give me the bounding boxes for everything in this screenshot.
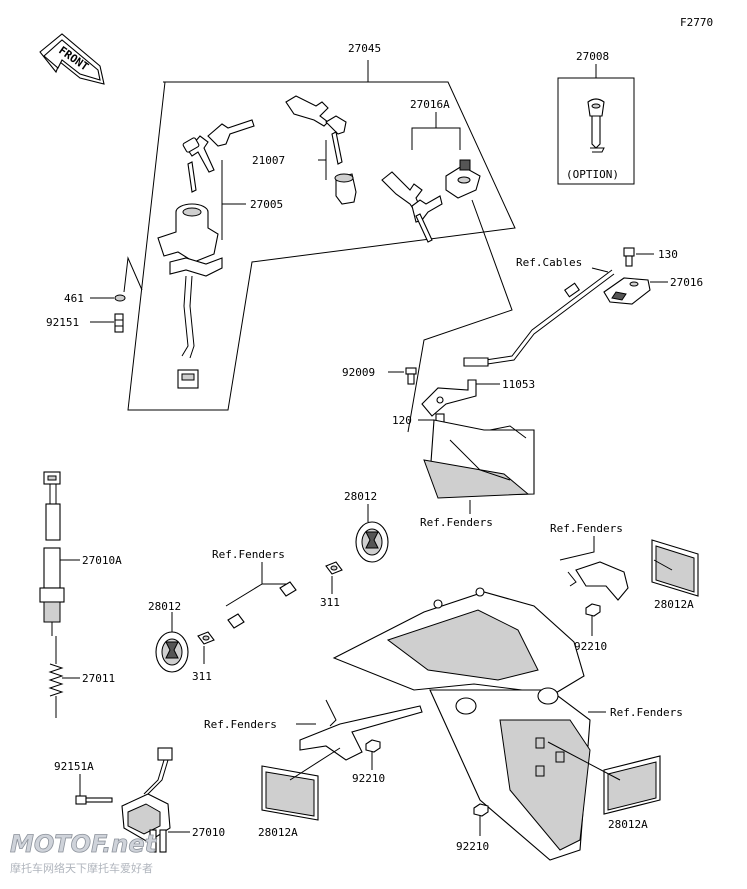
key-pair-21007 (285, 95, 347, 165)
bolt-92151A (75, 795, 113, 805)
spring-27011 (48, 636, 64, 718)
figure-code: F2770 (680, 16, 713, 29)
nut-311-lower (197, 631, 215, 645)
svg-text:摩托车网络天下摩托车爱好者: 摩托车网络天下摩托车爱好者 (10, 861, 153, 875)
label-27045: 27045 (348, 42, 381, 55)
washer-461 (114, 294, 126, 302)
label-92210-bottom: 92210 (456, 840, 489, 853)
label-11053: 11053 (502, 378, 535, 391)
leader-461-group (123, 256, 143, 293)
bolt-92151 (114, 313, 124, 333)
nut-311-upper (325, 561, 343, 575)
bracket-21007 (318, 140, 327, 180)
label-27005: 27005 (250, 198, 283, 211)
collar-upper (279, 581, 297, 597)
label-28012-lower: 28012 (148, 600, 181, 613)
rear-fender (332, 587, 591, 861)
label-311-upper: 311 (320, 596, 340, 609)
option-label: (OPTION) (566, 168, 619, 181)
label-ref-cables: Ref.Cables (516, 256, 582, 269)
bracket-27016A (411, 127, 461, 150)
seat-lock-27016A (445, 159, 481, 199)
label-92210-left: 92210 (352, 772, 385, 785)
screw-92009 (405, 367, 417, 385)
ignition-group-outline (127, 60, 516, 411)
label-ref-fenders-4: Ref.Fenders (204, 718, 277, 731)
key-pair-27016A (381, 171, 443, 243)
label-311-lower: 311 (192, 670, 212, 683)
leader-lock-bracket (407, 199, 513, 433)
reflector-28012-upper (355, 521, 389, 563)
seat-latch-27016 (603, 277, 651, 305)
label-28012A-bottom: 28012A (608, 818, 648, 831)
label-130: 130 (658, 248, 678, 261)
nut-92210-right (585, 603, 601, 617)
motof-watermark-logo: MOTOF.net 摩托车网络天下摩托车爱好者 (10, 830, 158, 875)
reflector-28012A-left (261, 765, 319, 821)
label-28012A-left: 28012A (258, 826, 298, 839)
leader-reflector-left (289, 747, 341, 781)
seat-cable (463, 269, 615, 367)
bracket-11053 (421, 379, 477, 417)
label-461: 461 (64, 292, 84, 305)
leader-reflector-right (653, 559, 673, 571)
label-92151: 92151 (46, 316, 79, 329)
key-pair-27005 (182, 119, 255, 193)
front-arrow-icon: FRONT (39, 33, 105, 85)
label-ref-fenders-5: Ref.Fenders (610, 706, 683, 719)
label-27010A: 27010A (82, 554, 122, 567)
nut-92210-bottom (473, 803, 489, 817)
label-27008: 27008 (576, 50, 609, 63)
label-27016: 27016 (670, 276, 703, 289)
label-120: 120 (392, 414, 412, 427)
sensor-27010A (39, 471, 65, 636)
upper-fender-piece (423, 419, 535, 499)
leader-ref-fenders-2 (225, 562, 263, 607)
leader-ref-fenders-3 (559, 536, 595, 561)
label-27010: 27010 (192, 826, 225, 839)
reflector-28012A-right (651, 539, 699, 597)
label-27016A: 27016A (410, 98, 450, 111)
leader-reflector-bottom (547, 741, 621, 781)
collar-lower (227, 613, 245, 629)
reflector-28012A-bottom (603, 755, 661, 815)
label-ref-fenders-1: Ref.Fenders (420, 516, 493, 529)
label-28012-upper: 28012 (344, 490, 377, 503)
reflector-28012-lower (155, 631, 189, 673)
svg-text:MOTOF.net: MOTOF.net (10, 830, 158, 858)
label-21007: 21007 (252, 154, 285, 167)
ignition-switch-27005 (157, 203, 223, 389)
label-28012A-right: 28012A (654, 598, 694, 611)
key-cylinder-21007 (334, 173, 357, 205)
label-27011: 27011 (82, 672, 115, 685)
label-ref-fenders-3: Ref.Fenders (550, 522, 623, 535)
bolt-130 (623, 247, 635, 267)
label-92151A: 92151A (54, 760, 94, 773)
key-blank-27008 (587, 98, 605, 153)
label-92210-right: 92210 (574, 640, 607, 653)
nut-92210-left (365, 739, 381, 753)
label-92009: 92009 (342, 366, 375, 379)
label-ref-fenders-2: Ref.Fenders (212, 548, 285, 561)
reflector-bracket-right (567, 561, 629, 601)
leader-ref-cables (591, 267, 609, 273)
reflector-bracket-left (299, 699, 423, 761)
switch-27010 (121, 747, 173, 853)
